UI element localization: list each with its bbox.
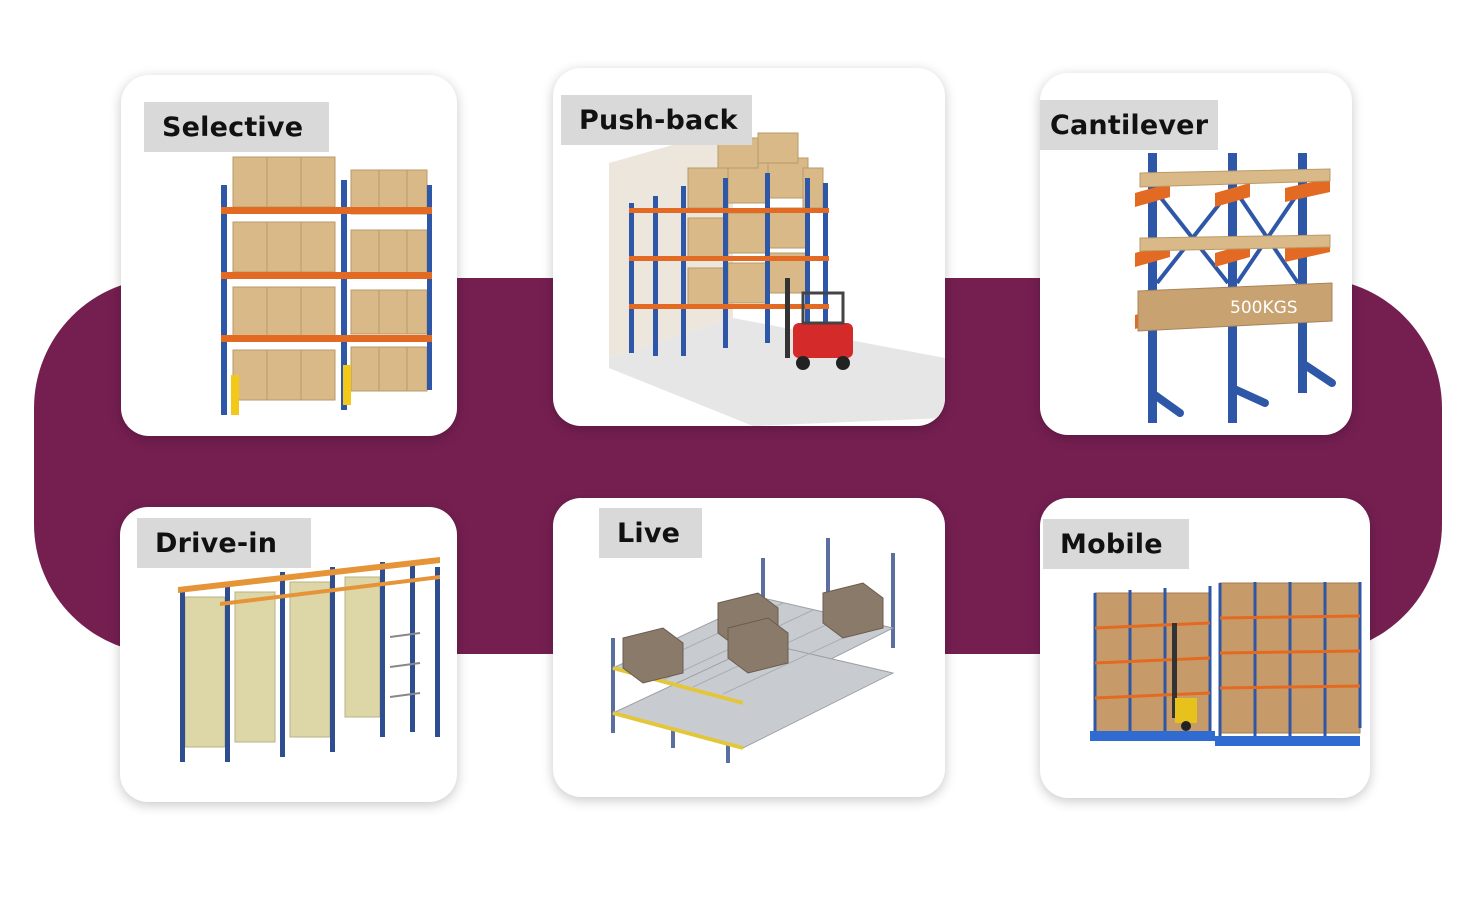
card-label-cantilever: Cantilever bbox=[1040, 100, 1219, 150]
cantilever-rack-icon: 500KGS bbox=[1135, 153, 1336, 423]
card-label-push-back: Push-back bbox=[561, 95, 752, 145]
push-back-rack-icon bbox=[609, 128, 945, 426]
selective-rack-icon bbox=[221, 156, 432, 415]
card-selective: Selective bbox=[121, 75, 457, 436]
card-drive-in: Drive-in bbox=[120, 507, 457, 802]
mobile-rack-icon bbox=[1090, 582, 1362, 746]
card-label-mobile: Mobile bbox=[1043, 519, 1189, 569]
card-label-live: Live bbox=[599, 508, 703, 558]
cantilever-load-text: 500KGS bbox=[1230, 298, 1298, 318]
card-label-selective: Selective bbox=[144, 102, 330, 152]
card-label-drive-in: Drive-in bbox=[137, 518, 312, 568]
live-flow-rack-icon bbox=[611, 538, 895, 763]
card-push-back: Push-back bbox=[553, 68, 945, 426]
card-live: Live bbox=[553, 498, 945, 797]
card-mobile: Mobile bbox=[1040, 498, 1370, 798]
drive-in-rack-icon bbox=[178, 557, 440, 762]
card-cantilever: 500KGS Cantilever bbox=[1040, 73, 1352, 435]
